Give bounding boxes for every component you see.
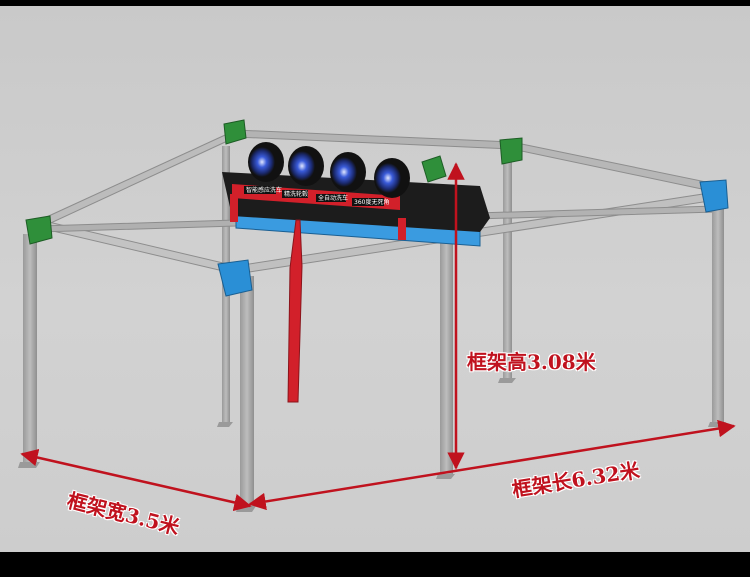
frame-height-label: 框架高3.08米 bbox=[467, 350, 596, 374]
bottom-border bbox=[0, 552, 750, 577]
corner-brackets bbox=[25, 119, 729, 297]
panel-label-4: 360度无死角 bbox=[354, 198, 389, 206]
panel-label-2: 精洗轮毂 bbox=[284, 190, 308, 198]
panel-label-1: 智能感应洗车 bbox=[246, 186, 282, 194]
dimension-arrows bbox=[20, 162, 736, 512]
tires bbox=[248, 142, 410, 198]
frame-diagram: 智能感应洗车 精洗轮毂 全自动洗车 360度无死角 bbox=[18, 119, 736, 512]
length-arrow bbox=[248, 419, 736, 511]
diagram-canvas: 智能感应洗车 精洗轮毂 全自动洗车 360度无死角 框架高3.08米 框架长6 bbox=[0, 6, 750, 552]
panel-label-3: 全自动洗车 bbox=[318, 194, 348, 202]
machine-panels: 智能感应洗车 精洗轮毂 全自动洗车 360度无死角 bbox=[244, 186, 389, 206]
width-arrow bbox=[20, 448, 252, 512]
